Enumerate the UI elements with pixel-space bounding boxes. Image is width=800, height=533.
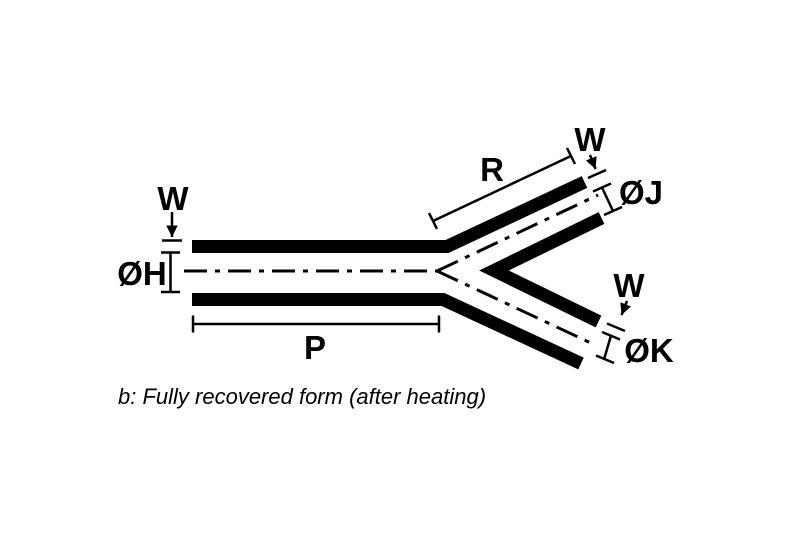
tube-body (192, 176, 605, 370)
dia-upper-serif-top (592, 182, 612, 193)
tube-bottom-wall (192, 293, 584, 370)
label-wall-main: W (157, 180, 189, 217)
wall-lower-arrow-icon (620, 300, 632, 316)
wall-upper-arrow-icon (585, 154, 597, 170)
length-branch-tick-right (565, 147, 577, 165)
label-wall-upper: W (574, 121, 606, 158)
dia-upper-stem (600, 186, 615, 212)
centerlines (184, 193, 599, 346)
dia-lower-serif-bottom (595, 354, 615, 365)
dia-lower-serif-top (601, 330, 621, 341)
dim-length-main (191, 315, 441, 333)
centerline-lower-branch (436, 269, 594, 346)
dimension-lines (161, 147, 632, 365)
dim-wall-main (162, 212, 182, 242)
length-branch-line (432, 154, 572, 223)
tube-inner-crotch-wall (479, 212, 605, 328)
length-branch-tick-left (427, 212, 439, 230)
label-wall-lower: W (613, 267, 645, 304)
dim-diameter-upper (592, 182, 623, 217)
dim-wall-lower (606, 300, 632, 333)
label-diameter-upper: ØJ (619, 174, 663, 211)
dim-diameter-lower (595, 330, 621, 365)
dia-upper-serif-bottom (603, 205, 623, 217)
label-diameter-main: ØH (117, 255, 167, 292)
dimension-labels: W ØH P R W ØJ W ØK (117, 121, 674, 369)
wall-lower-tick (606, 322, 626, 333)
dim-diameter-main (161, 251, 180, 294)
label-length-main: P (304, 329, 326, 366)
figure-caption: b: Fully recovered form (after heating) (118, 384, 486, 409)
label-diameter-lower: ØK (624, 332, 674, 369)
tube-top-wall (192, 176, 588, 253)
label-length-branch: R (480, 151, 504, 188)
dim-length-branch (427, 147, 577, 230)
wall-upper-tick (587, 168, 607, 180)
dim-wall-upper (585, 154, 607, 180)
centerline-upper-branch (436, 193, 599, 273)
dia-lower-stem (602, 335, 613, 360)
